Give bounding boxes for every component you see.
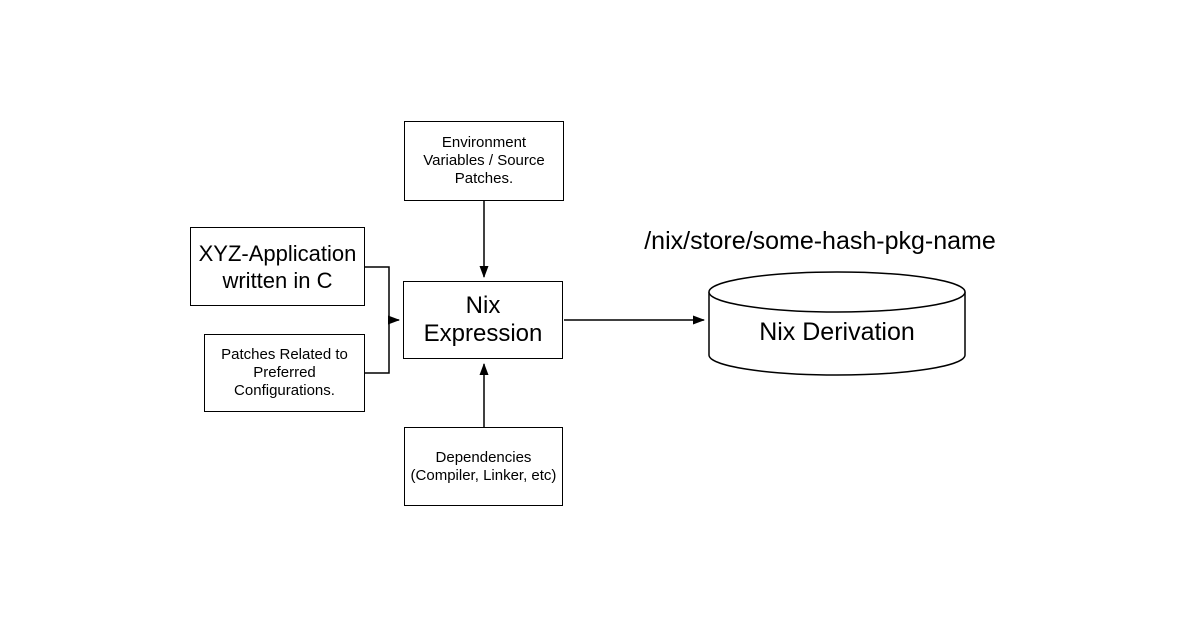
nix-derivation-label: Nix Derivation	[759, 317, 915, 346]
dependencies-box: Dependencies (Compiler, Linker, etc)	[404, 427, 563, 506]
nix-derivation-cylinder	[708, 271, 966, 376]
cylinder-top	[708, 271, 966, 313]
cylinder-body	[708, 292, 966, 376]
config-patches-box: Patches Related to Preferred Configurati…	[204, 334, 365, 412]
store-path-label: /nix/store/some-hash-pkg-name	[644, 227, 996, 255]
xyz-application-box: XYZ-Application written in C	[190, 227, 365, 306]
edge-sources-bracket	[365, 266, 390, 374]
env-vars-box: Environment Variables / Source Patches.	[404, 121, 564, 201]
nix-expression-box: Nix Expression	[403, 281, 563, 359]
